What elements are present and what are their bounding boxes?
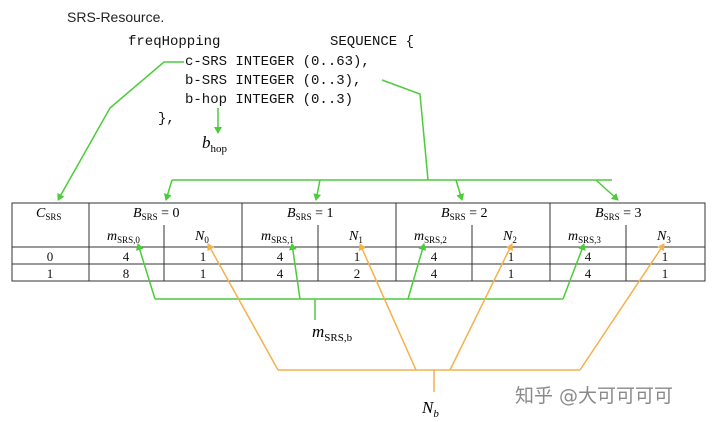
code-line-b-hop: b-hop INTEGER (0..3) xyxy=(185,92,354,108)
arrow-n-2 xyxy=(449,243,513,371)
cell-r0-m3: 4 xyxy=(585,249,592,264)
n-b-label: Nb xyxy=(421,398,439,420)
n-3-header: N3 xyxy=(656,229,671,245)
line-b-srs-to-bar xyxy=(381,79,429,181)
cell-r0-n1: 1 xyxy=(354,249,361,264)
cell-r1-m0: 8 xyxy=(123,266,130,281)
c-srs-header: CSRS xyxy=(36,206,61,222)
b-srs-0-header: BSRS = 0 xyxy=(133,206,179,222)
code-field-name: freqHopping xyxy=(128,34,221,50)
m-srs-3-header: mSRS,3 xyxy=(568,229,601,245)
cell-r0-n3: 1 xyxy=(662,249,669,264)
n-2-header: N2 xyxy=(502,229,517,245)
b-hop-label: bhop xyxy=(202,133,228,155)
cell-r0-n0: 1 xyxy=(200,249,207,264)
b-srs-3-header: BSRS = 3 xyxy=(595,206,641,222)
arrow-m-1 xyxy=(288,243,301,300)
n-0-header: N0 xyxy=(194,229,209,245)
arrow-n-1 xyxy=(358,243,417,371)
cell-r1-c-srs: 1 xyxy=(47,266,54,281)
arrow-m-3 xyxy=(562,243,586,300)
b-srs-2-header: BSRS = 2 xyxy=(441,206,487,222)
m-srs-b-label: mSRS,b xyxy=(312,322,353,344)
code-line-c-srs: c-SRS INTEGER (0..63), xyxy=(185,54,370,70)
table-row-1: 1 8 1 4 2 4 1 4 1 xyxy=(47,266,669,281)
green-connectors xyxy=(57,61,619,320)
code-type: SEQUENCE { xyxy=(330,34,415,50)
table-row-0: 0 4 1 4 1 4 1 4 1 xyxy=(47,249,669,264)
arrow-b-srs-3 xyxy=(595,179,619,201)
cell-r1-m1: 4 xyxy=(277,266,284,281)
cell-r0-m2: 4 xyxy=(431,249,438,264)
watermark: 知乎 @大可可可可 xyxy=(515,385,674,407)
cell-r1-m3: 4 xyxy=(585,266,592,281)
diagram-title: SRS-Resource. xyxy=(67,9,165,25)
cell-r1-n3: 1 xyxy=(662,266,669,281)
cell-r1-m2: 4 xyxy=(431,266,438,281)
code-close: }, xyxy=(158,111,175,127)
n-1-header: N1 xyxy=(348,229,363,245)
arrow-b-srs-2 xyxy=(455,179,465,201)
table-border xyxy=(11,202,706,282)
arrow-c-srs-to-table xyxy=(57,61,184,201)
arrow-b-srs-0 xyxy=(163,179,173,201)
cell-r0-c-srs: 0 xyxy=(47,249,54,264)
m-srs-0-header: mSRS,0 xyxy=(107,229,140,245)
cell-r1-n0: 1 xyxy=(200,266,207,281)
cell-r0-m0: 4 xyxy=(123,249,130,264)
cell-r0-n2: 1 xyxy=(508,249,515,264)
arrow-b-srs-1 xyxy=(313,179,322,201)
cell-r1-n1: 2 xyxy=(354,266,361,281)
m-srs-2-header: mSRS,2 xyxy=(414,229,447,245)
b-srs-1-header: BSRS = 1 xyxy=(287,206,333,222)
arrow-n-3 xyxy=(579,243,665,371)
arrow-m-2 xyxy=(407,243,427,300)
cell-r1-n2: 1 xyxy=(508,266,515,281)
m-srs-1-header: mSRS,1 xyxy=(261,229,294,245)
cell-r0-m1: 4 xyxy=(277,249,284,264)
table-grid xyxy=(11,202,706,282)
arrow-n-0 xyxy=(207,243,279,371)
arrow-m-0 xyxy=(135,243,156,300)
code-line-b-srs: b-SRS INTEGER (0..3), xyxy=(185,73,362,89)
orange-connectors xyxy=(207,243,665,392)
